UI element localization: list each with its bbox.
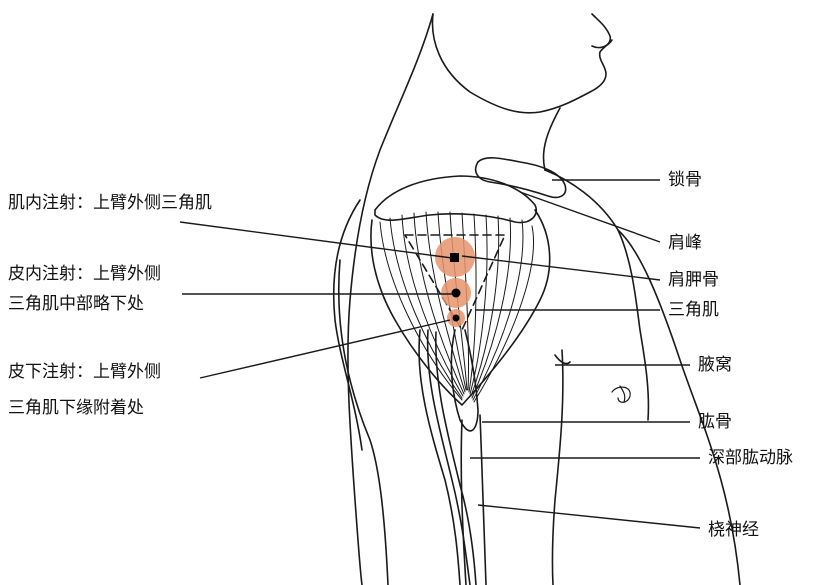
neck-front-outline: [543, 108, 560, 170]
arm-back-outline: [339, 260, 388, 585]
label-sc-injection-line1: 皮下注射：上臂外侧: [8, 362, 161, 382]
humerus-shaft-right: [480, 415, 486, 585]
acromion-shape: [375, 176, 536, 223]
label-im-injection: 肌内注射：上臂外侧三角肌: [8, 193, 212, 213]
label-humerus: 肱骨: [698, 412, 732, 432]
label-deep-brachial-artery: 深部肱动脉: [708, 448, 793, 468]
label-deltoid: 三角肌: [668, 300, 719, 320]
id-site-marker: [452, 289, 461, 298]
neck-profile-outline: [432, 14, 610, 113]
label-clavicle: 锁骨: [668, 170, 702, 190]
shoulder-top-outline: [545, 170, 648, 420]
label-id-injection-line1: 皮内注射：上臂外侧: [8, 264, 161, 284]
elbow-mark: [612, 386, 630, 402]
label-radial-nerve: 桡神经: [708, 520, 759, 540]
leader-im: [180, 222, 452, 258]
arm-front-outline: [552, 350, 563, 585]
label-acromion: 肩峰: [668, 233, 702, 253]
label-id-injection-line2: 三角肌中部略下处: [8, 294, 144, 314]
sc-site-marker: [453, 315, 460, 322]
label-scapula: 肩胛骨: [668, 270, 719, 290]
label-axilla: 腋窝: [698, 355, 732, 375]
leader-acromion: [520, 192, 660, 242]
leader-nerve: [478, 505, 700, 528]
back-outline: [348, 14, 433, 585]
label-sc-injection-line2: 三角肌下缘附着处: [8, 398, 144, 418]
